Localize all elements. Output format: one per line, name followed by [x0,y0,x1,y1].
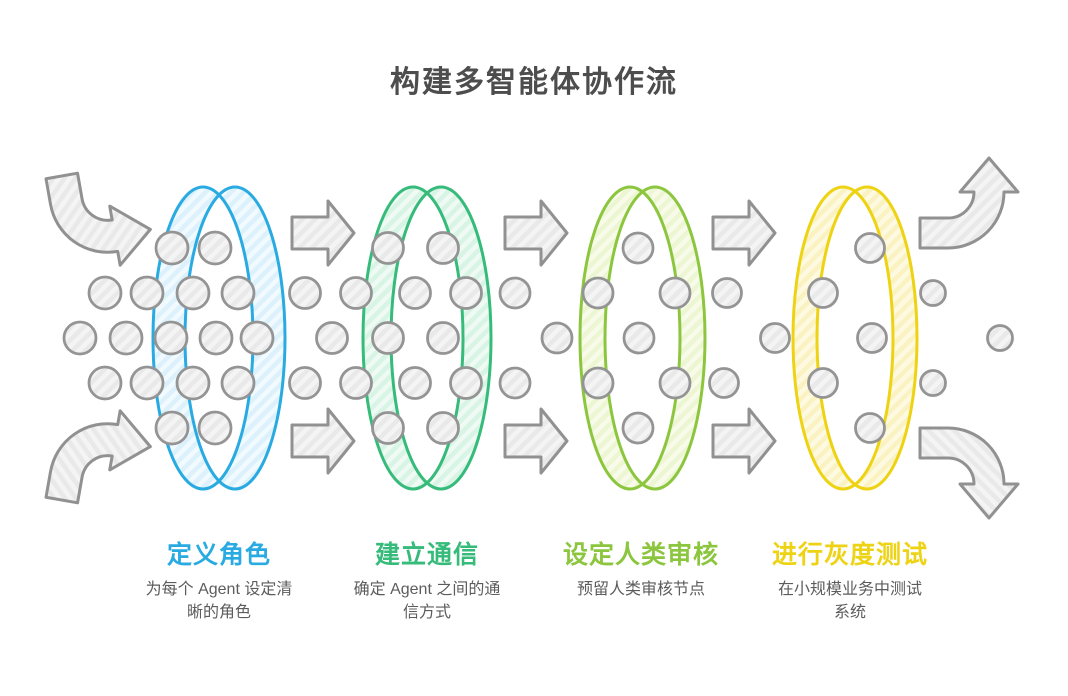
inflow-arrow-top [44,160,158,277]
step-desc-define-roles: 为每个 Agent 设定清 晰的角色 [145,581,293,621]
ring-ellipse [578,185,682,491]
step-label-human-review: 设定人类审核 [562,541,719,569]
ring-human-review [578,185,707,491]
ring-ellipse [815,185,919,491]
page-title: 构建多智能体协作流 [390,66,678,99]
inflow-arrow-bottom [44,399,158,516]
flow-arrow-1-bottom [290,407,356,475]
flow-arrow-3-bottom [711,407,777,475]
ring-ellipse [603,185,707,491]
step-desc-human-review: 预留人类审核节点 [576,581,705,598]
step-label-gray-release-test: 进行灰度测试 [771,541,928,569]
ring-gray-release-test [791,185,919,491]
flow-arrow-1-top [290,199,356,267]
step-label-define-roles: 定义角色 [166,541,271,569]
flow-arrow-2-top [503,199,569,267]
outflow-arrow-bottom [918,426,1020,520]
outflow-arrow-top [918,156,1020,250]
flow-arrow-3-top [711,199,777,267]
step-label-establish-communication: 建立通信 [374,541,479,569]
ring-ellipse [791,185,895,491]
dot-pattern [62,230,1014,446]
flow-arrow-2-bottom [503,407,569,475]
step-desc-establish-communication: 确定 Agent 之间的通 信方式 [353,581,501,621]
ring-ellipse [361,185,465,491]
step-desc-gray-release-test: 在小规模业务中测试 系统 [777,581,922,621]
